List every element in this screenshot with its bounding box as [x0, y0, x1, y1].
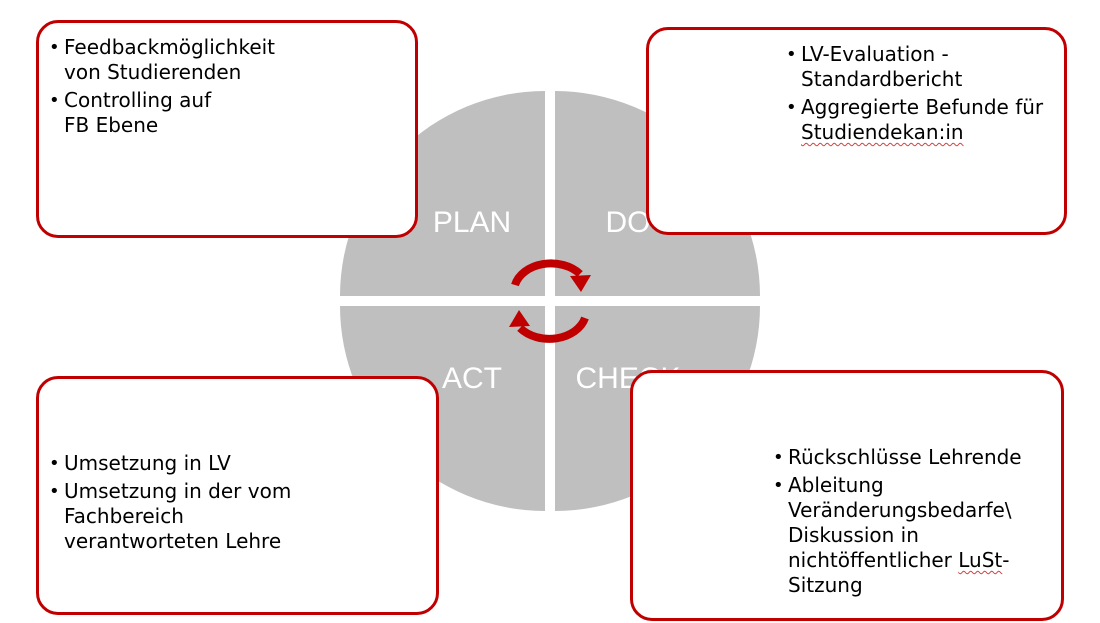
- list-item-text: Feedbackmöglichkeit von Studierenden: [64, 35, 276, 84]
- list-item-text: Controlling auf FB Ebene: [64, 88, 212, 137]
- list-item: •Rückschlüsse Lehrende: [773, 445, 1022, 469]
- do-list: •LV-Evaluation - Standardbericht •Aggreg…: [786, 42, 1043, 148]
- list-item-text: Umsetzung in der vom Fachbereich verantw…: [64, 479, 292, 553]
- quadrant-label-act: ACT: [442, 362, 502, 395]
- list-item-text: - Sitzung: [788, 548, 1010, 597]
- list-item-text: LV-Evaluation - Standardbericht: [801, 42, 963, 91]
- list-item-text: Umsetzung in LV: [64, 451, 231, 475]
- quadrant-act: [340, 306, 545, 511]
- list-item-text: Rückschlüsse Lehrende: [788, 445, 1022, 469]
- arrowhead-top-icon: [570, 275, 591, 292]
- plan-list: •Feedbackmöglichkeit von Studierenden •C…: [49, 35, 275, 141]
- check-list: •Rückschlüsse Lehrende •Ableitung Veränd…: [773, 445, 1022, 601]
- list-item: •Umsetzung in der vom Fachbereich verant…: [49, 479, 292, 553]
- check-box: •Rückschlüsse Lehrende •Ableitung Veränd…: [630, 370, 1064, 621]
- quadrant-label-plan: PLAN: [433, 206, 511, 239]
- circular-arrows-icon: [509, 259, 591, 343]
- spellcheck-word: LuSt: [958, 548, 1003, 572]
- act-list: •Umsetzung in LV •Umsetzung in der vom F…: [49, 451, 291, 557]
- act-box: •Umsetzung in LV •Umsetzung in der vom F…: [36, 376, 439, 615]
- list-item-text: Aggregierte Befunde für: [801, 95, 1044, 119]
- list-item: •Aggregierte Befunde für Studiendekan:in: [786, 95, 1044, 144]
- quadrant-label-do: DO: [606, 206, 651, 239]
- list-item: •LV-Evaluation - Standardbericht: [786, 42, 963, 91]
- plan-box: •Feedbackmöglichkeit von Studierenden •C…: [36, 20, 418, 238]
- arrow-top-icon: [511, 259, 583, 287]
- list-item: •Feedbackmöglichkeit von Studierenden: [49, 35, 276, 84]
- arrowhead-bottom-icon: [509, 310, 530, 327]
- list-item: •Controlling auf FB Ebene: [49, 88, 212, 137]
- spellcheck-word: Studiendekan:in: [801, 120, 964, 144]
- quadrant-plan: [340, 91, 545, 296]
- arrow-bottom-icon: [517, 316, 589, 343]
- list-item: •Ableitung Veränderungsbedarfe\ Diskussi…: [773, 473, 1012, 597]
- do-box: •LV-Evaluation - Standardbericht •Aggreg…: [646, 27, 1067, 235]
- list-item: •Umsetzung in LV: [49, 451, 231, 475]
- list-item-text: Ableitung Veränderungsbedarfe\ Diskussio…: [788, 473, 1012, 572]
